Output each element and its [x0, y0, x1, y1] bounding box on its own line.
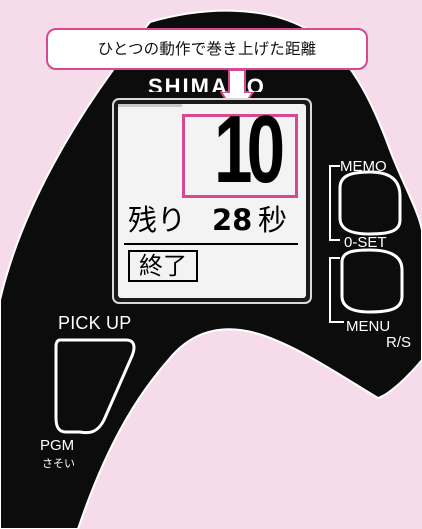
menu-button[interactable] — [340, 248, 404, 314]
pick-up-label: PICK UP — [58, 313, 132, 333]
pick-up-button[interactable] — [54, 338, 136, 435]
zero-set-label: 0-SET — [344, 234, 387, 251]
remaining-value: 28 — [212, 203, 253, 237]
rs-label: R/S — [386, 334, 412, 351]
brand-logo: SHIMANO — [148, 74, 266, 92]
reading-digits: 10 — [214, 96, 285, 203]
remaining-label: 残り — [128, 203, 187, 237]
remaining-unit: 秒 — [258, 203, 288, 237]
memo-button[interactable] — [338, 170, 402, 236]
memo-bracket — [329, 165, 340, 241]
digit-highlight-box — [182, 114, 298, 198]
memo-label: MEMO — [340, 158, 387, 175]
menu-bracket — [329, 257, 344, 323]
lcd-divider — [124, 243, 298, 245]
lcd-indicator-bar — [118, 104, 182, 107]
pgm-label: PGM — [40, 437, 75, 454]
remaining-time-row: 残り 28 秒 — [124, 202, 302, 238]
lcd-screen: 10 残り 28 秒 終了 — [118, 100, 306, 298]
callout-label: ひとつの動作で巻き上げた距離 — [46, 28, 368, 70]
pgm-sub-label: さそい — [42, 457, 75, 470]
menu-label: MENU — [346, 318, 391, 335]
end-label-box: 終了 — [128, 250, 198, 282]
